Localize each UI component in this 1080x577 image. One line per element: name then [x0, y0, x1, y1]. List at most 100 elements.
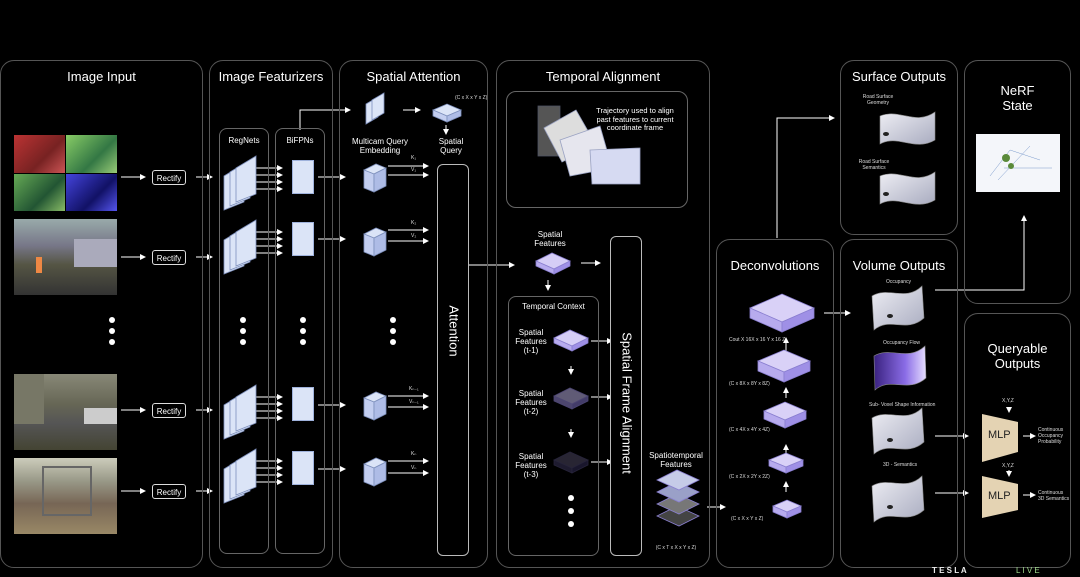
mlp-block-2	[982, 476, 1018, 518]
camera-image-3	[14, 374, 117, 450]
spatiotemporal-stack	[656, 469, 700, 527]
occupancy-flow-shape	[873, 345, 927, 391]
panel-image-featurizers	[209, 60, 333, 568]
panel-image-input	[0, 60, 203, 568]
rectify-button-3[interactable]: Rectify	[152, 403, 186, 418]
label-temporal-context: Temporal Context	[522, 302, 585, 311]
spatial-frame-alignment-block	[610, 236, 642, 556]
subvoxel-shape	[871, 407, 925, 455]
label-v2: V₂	[411, 233, 417, 239]
label-spatiotemporal-dims: (C x T x X x Y x Z)	[655, 545, 697, 551]
regnet-stack-3	[223, 384, 257, 440]
camera-image-4	[14, 458, 117, 534]
label-regnets: RegNets	[228, 136, 260, 145]
bifpns-box	[275, 128, 325, 554]
label-xyz-1: X,Y,Z	[1002, 398, 1014, 404]
deconv-cube-1x	[771, 499, 803, 519]
regnet-stack-4	[223, 448, 257, 504]
arrow-to-surface	[776, 115, 835, 238]
road-geometry-shape	[879, 111, 936, 145]
label-deconv-2x: (C x 2X x 2Y x 2Z)	[729, 474, 770, 480]
label-trajectory: Trajectory used to align past features t…	[596, 106, 674, 133]
deconv-cube-8x	[756, 349, 812, 383]
label-v1: V₁	[411, 167, 417, 173]
title-spatial-attention: Spatial Attention	[366, 69, 461, 84]
nerf-image	[976, 134, 1060, 192]
label-ctx-t2: Spatial Features (t-2)	[515, 389, 547, 417]
regnet-stack-1	[223, 155, 257, 211]
camera-image-1-channels	[14, 135, 117, 211]
title-deconvolutions: Deconvolutions	[730, 258, 820, 273]
panel-temporal-alignment	[496, 60, 710, 568]
label-query-dims: (C x X x Y x Z)	[455, 95, 488, 101]
kv-cube-4	[363, 457, 387, 487]
label-road-geometry: Road Surface Geometry	[862, 94, 894, 106]
kv-cube-1	[363, 163, 387, 193]
spatial-query-cube	[431, 103, 463, 123]
label-ctx-t3: Spatial Features (t-3)	[515, 452, 547, 480]
label-occupancy-probability: Continuous Occupancy Probability	[1038, 427, 1064, 445]
label-multicam-query: Multicam Query Embedding	[351, 137, 408, 156]
title-image-input: Image Input	[67, 69, 136, 84]
label-mlp-2: MLP	[988, 490, 1011, 502]
trajectory-box	[506, 91, 688, 208]
kv-cube-3	[363, 391, 387, 421]
title-surface-outputs: Surface Outputs	[852, 69, 946, 84]
rectify-button-4[interactable]: Rectify	[152, 484, 186, 499]
title-queryable-outputs: Queryable Outputs	[987, 341, 1048, 371]
label-kn: Kₙ	[411, 451, 417, 457]
mlp-block-1	[982, 414, 1018, 462]
bifpn-block-4	[292, 451, 314, 485]
context-cube-t3	[553, 451, 589, 474]
camera-image-2	[14, 219, 117, 295]
deconv-cube-2x	[767, 452, 805, 474]
label-k1: K₁	[411, 155, 417, 161]
context-cube-t1	[553, 329, 589, 352]
live-logo: L I V E	[1016, 566, 1040, 575]
label-road-semantics: Road Surface Semantics	[858, 159, 890, 171]
semantics-3d-shape	[871, 475, 925, 523]
rectify-button-1[interactable]: Rectify	[152, 170, 186, 185]
panel-nerf-state	[964, 60, 1071, 304]
bifpn-block-2	[292, 222, 314, 256]
occupancy-shape	[871, 285, 925, 331]
panel-queryable-outputs	[964, 313, 1071, 568]
bifpn-block-3	[292, 387, 314, 421]
label-k2: K₂	[411, 220, 417, 226]
regnets-box	[219, 128, 269, 554]
road-semantics-shape	[879, 171, 936, 205]
panel-surface-outputs	[840, 60, 958, 235]
multicam-embedding-shape	[365, 92, 385, 125]
label-deconv-16x: Cout X 16X x 16 Y x 16 Z	[729, 337, 786, 343]
label-spatiotemporal-features: Spatiotemporal Features	[649, 451, 703, 470]
arrow-to-multicam	[299, 107, 351, 130]
tesla-logo: T E S L A	[932, 566, 967, 575]
title-temporal-alignment: Temporal Alignment	[545, 69, 661, 84]
label-ctx-t1: Spatial Features (t-1)	[515, 328, 547, 356]
panel-spatial-attention	[339, 60, 488, 568]
context-cube-t2	[553, 387, 589, 410]
label-kn-1: Kₙ₋₁	[409, 386, 419, 392]
attention-block	[437, 164, 469, 556]
regnet-stack-2	[223, 219, 257, 275]
kv-cube-2	[363, 227, 387, 257]
label-deconv-4x: (C x 4X x 4Y x 4Z)	[729, 427, 770, 433]
label-continuous-3d-semantics: Continuous 3D Semantics	[1038, 490, 1070, 502]
title-volume-outputs: Volume Outputs	[852, 258, 946, 273]
label-spatial-query: Spatial Query	[438, 137, 464, 156]
bifpn-block-1	[292, 160, 314, 194]
label-mlp-1: MLP	[988, 429, 1011, 441]
spatial-features-cube	[535, 252, 571, 275]
label-occupancy: Occupancy	[886, 279, 912, 285]
panel-volume-outputs	[840, 239, 958, 568]
rectify-button-2[interactable]: Rectify	[152, 250, 186, 265]
label-deconv-1x: (C x X x Y x Z)	[731, 516, 764, 522]
label-subvoxel: Sub- Voxel Shape Information	[869, 402, 936, 408]
